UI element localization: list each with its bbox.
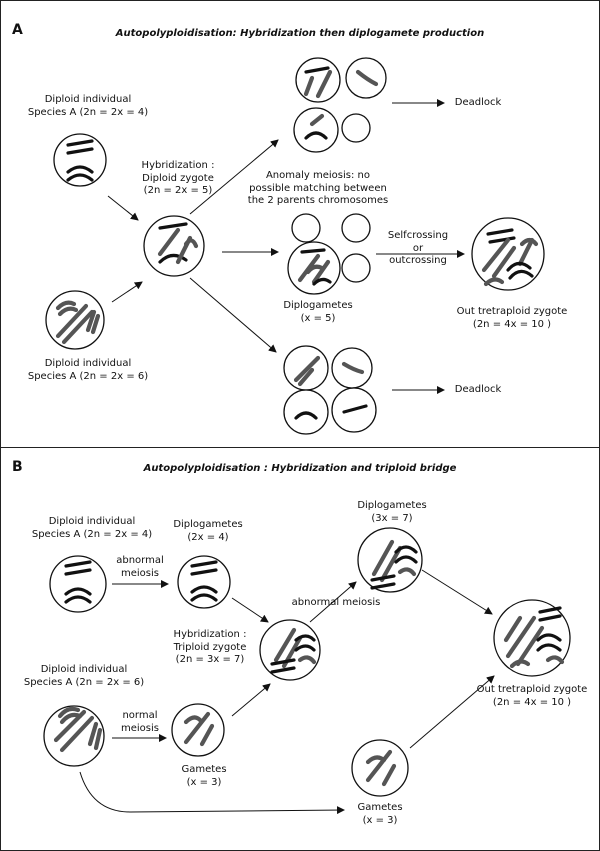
panel-b-letter: B [12, 459, 23, 475]
cell-b-tetraploid-zygote [493, 599, 571, 677]
cell-parent-a-2x4 [53, 133, 107, 187]
cell-b-parent-b-2x6 [43, 705, 105, 767]
cell-b-parent-a-2x4 [49, 555, 107, 613]
label-a-result: Out tretraploid zygote(2n = 4x = 10 ) [456, 306, 568, 330]
cell-tetraploid-zygote-a [471, 217, 545, 291]
panel-b-arrows [79, 569, 495, 815]
label-b-diplogametes2: Diplogametes(3x = 7) [357, 500, 427, 524]
panel-divider [0, 447, 600, 448]
cell-b-gametes-x3-left [171, 703, 225, 757]
cell-parent-b-2x6 [45, 290, 105, 350]
panel-a-letter: A [12, 22, 23, 38]
panel-b-cells [43, 527, 571, 797]
cell-b-diplogametes-2x4 [177, 555, 231, 609]
panel-b-title: Autopolyploidisation : Hybridization and… [143, 463, 457, 474]
label-b-abnormal2: abnormal meiosis [291, 597, 381, 608]
label-b-gametes1: Gametes(x = 3) [181, 764, 227, 788]
label-b-hybrid: Hybridization :Triploid zygote(2n = 3x =… [173, 629, 247, 665]
panel-a-title: Autopolyploidisation: Hybridization then… [115, 28, 485, 39]
cells-anomaly-top [293, 57, 387, 153]
cell-hybrid-zygote-2x5 [143, 215, 205, 277]
label-b-result: Out tretraploid zygote(2n = 4x = 10 ) [476, 684, 588, 708]
label-b-diplogametes1: Diplogametes(2x = 4) [173, 519, 243, 543]
label-a-diplogametes: Diplogametes(x = 5) [283, 300, 353, 324]
cells-anomaly-bottom [283, 345, 377, 435]
cell-b-diplogametes-3x7 [357, 527, 423, 593]
label-a-deadlock-top: Deadlock [454, 97, 502, 108]
label-a-hybrid: Hybridization :Diploid zygote(2n = 2x = … [141, 160, 215, 196]
label-b-gametes2: Gametes(x = 3) [357, 802, 403, 826]
cell-b-triploid-zygote [259, 619, 321, 681]
panel-a-arrows [107, 99, 465, 394]
cells-diplogametes-x5 [287, 213, 371, 295]
cell-b-gametes-x3-right [351, 739, 409, 797]
panel-a-cells [45, 57, 545, 435]
label-a-deadlock-bottom: Deadlock [454, 384, 502, 395]
